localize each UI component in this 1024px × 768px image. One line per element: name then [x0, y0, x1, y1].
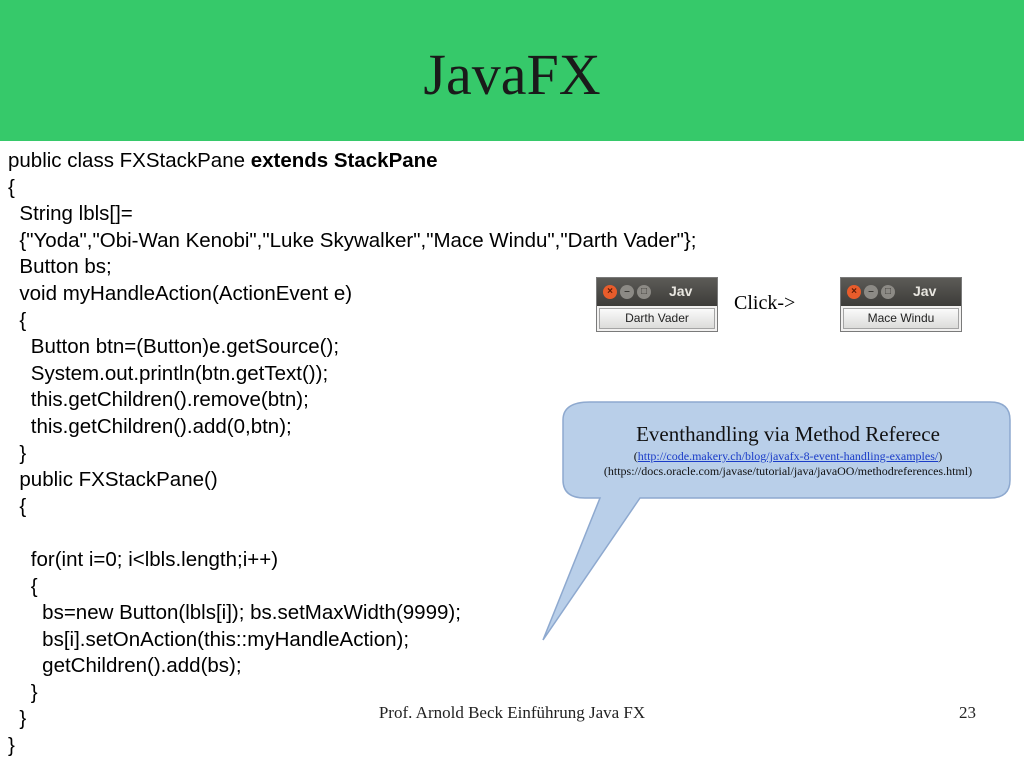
makery-link[interactable]: http://code.makery.ch/blog/javafx-8-even…: [637, 449, 939, 463]
callout-link-row: (http://code.makery.ch/blog/javafx-8-eve…: [570, 449, 1006, 464]
code-text: public class FXStackPane: [8, 149, 251, 172]
mace-windu-button[interactable]: Mace Windu: [843, 308, 959, 329]
paren-close: ): [938, 449, 943, 463]
code-line: this.getChildren().add(0,btn);: [8, 414, 696, 441]
code-text: }: [8, 734, 15, 758]
code-text: for(int i=0; i<lbls.length;i++): [8, 547, 279, 571]
code-line: Button btn=(Button)e.getSource();: [8, 334, 696, 361]
slide-title: JavaFX: [423, 42, 601, 107]
code-line: bs=new Button(lbls[i]); bs.setMaxWidth(9…: [8, 600, 696, 627]
code-text: {: [8, 175, 15, 199]
code-text: Button bs;: [8, 255, 112, 279]
close-icon[interactable]: ×: [847, 285, 861, 299]
code-text: }: [8, 441, 27, 465]
code-text: this.getChildren().add(0,btn);: [8, 414, 292, 438]
javafx-window-after: × – □ Jav Mace Windu: [840, 277, 962, 332]
code-text: }: [8, 707, 27, 731]
page-number: 23: [959, 703, 976, 722]
code-line: Button bs;: [8, 254, 696, 281]
code-line: {: [8, 308, 696, 335]
code-line: {: [8, 494, 696, 521]
code-line: public FXStackPane(): [8, 467, 696, 494]
paren-open: (: [633, 449, 638, 463]
code-line: {: [8, 574, 696, 601]
maximize-icon[interactable]: □: [637, 285, 651, 299]
code-keyword: extends StackPane: [250, 149, 438, 172]
code-text: {"Yoda","Obi-Wan Kenobi","Luke Skywalker…: [8, 228, 697, 252]
code-text: String lbls[]=: [8, 202, 133, 226]
code-text: bs=new Button(lbls[i]); bs.setMaxWidth(9…: [8, 601, 461, 625]
close-icon[interactable]: ×: [603, 285, 617, 299]
code-text: this.getChildren().remove(btn);: [8, 388, 309, 412]
code-line: void myHandleAction(ActionEvent e): [8, 281, 696, 308]
click-arrow-label: Click->: [734, 292, 796, 314]
code-text: getChildren().add(bs);: [8, 654, 242, 678]
code-line: getChildren().add(bs);: [8, 653, 696, 680]
code-line: bs[i].setOnAction(this::myHandleAction);: [8, 627, 696, 654]
code-text: System.out.println(btn.getText());: [8, 361, 329, 385]
code-text: public FXStackPane(): [8, 468, 218, 492]
code-text: {: [8, 308, 27, 332]
window-titlebar: [841, 278, 961, 306]
maximize-icon[interactable]: □: [881, 285, 895, 299]
window-titlebar: [597, 278, 717, 306]
footer-text: Prof. Arnold Beck Einführung Java FX: [378, 703, 646, 722]
callout-bubble: [542, 401, 1011, 641]
code-line: {"Yoda","Obi-Wan Kenobi","Luke Skywalker…: [8, 228, 696, 255]
code-text: bs[i].setOnAction(this::myHandleAction);: [8, 627, 410, 651]
oracle-link-text: (https://docs.oracle.com/javase/tutorial…: [603, 464, 973, 478]
code-line: this.getChildren().remove(btn);: [8, 387, 696, 414]
callout-title: Eventhandling via Method Referece: [636, 422, 940, 446]
minimize-icon[interactable]: –: [864, 285, 878, 299]
code-text: Button btn=(Button)e.getSource();: [8, 335, 340, 359]
minimize-icon[interactable]: –: [620, 285, 634, 299]
code-text: }: [8, 680, 38, 704]
code-line: public class FXStackPane extends StackPa…: [8, 148, 696, 175]
code-line: }: [8, 441, 696, 468]
code-text: {: [8, 574, 38, 598]
code-text: void myHandleAction(ActionEvent e): [8, 281, 353, 305]
code-line: String lbls[]=: [8, 201, 696, 228]
window-title: Jav: [669, 283, 693, 299]
code-line: }: [8, 680, 696, 707]
code-block: public class FXStackPane extends StackPa…: [8, 148, 696, 760]
window-title: Jav: [913, 283, 937, 299]
code-line: }: [8, 706, 696, 733]
darth-vader-button[interactable]: Darth Vader: [599, 308, 715, 329]
code-line: {: [8, 175, 696, 202]
code-text: {: [8, 494, 27, 518]
title-bar: [0, 0, 1024, 141]
code-line: for(int i=0; i<lbls.length;i++): [8, 547, 696, 574]
code-line: }: [8, 733, 696, 760]
javafx-window-before: × – □ Jav Darth Vader: [596, 277, 718, 332]
code-line: System.out.println(btn.getText());: [8, 361, 696, 388]
